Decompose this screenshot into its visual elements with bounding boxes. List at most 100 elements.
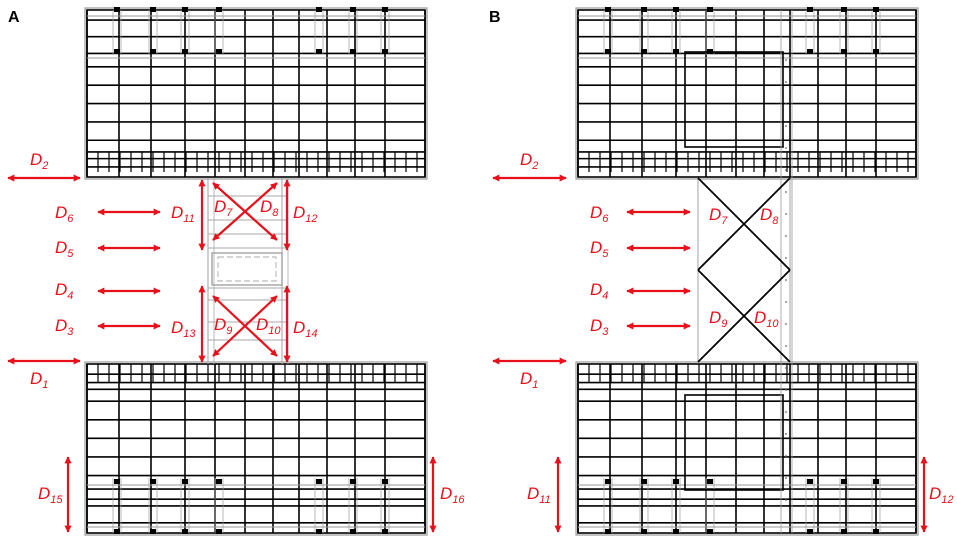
label-base: D <box>293 318 305 337</box>
label-base: D <box>55 280 67 299</box>
label-base: D <box>30 150 42 169</box>
post-pin <box>641 529 647 534</box>
post-pin <box>641 7 647 12</box>
post-pin <box>114 529 120 534</box>
dot-mark <box>785 59 787 61</box>
post-pin <box>316 49 322 54</box>
label-subscript: 9 <box>721 318 727 330</box>
post-pin <box>150 49 156 54</box>
label-base: D <box>256 315 268 334</box>
label-d9: D9 <box>709 308 727 330</box>
label-d8: D8 <box>760 205 779 227</box>
label-d12: D12 <box>293 203 318 225</box>
label-subscript: 5 <box>602 248 609 260</box>
post-pin <box>707 479 713 484</box>
dot-mark <box>785 235 787 237</box>
label-base: D <box>171 318 183 337</box>
label-base: D <box>760 205 772 224</box>
dot-mark <box>785 301 787 303</box>
slab-outline <box>84 7 428 180</box>
post-pin <box>873 49 879 54</box>
arrow-d10 <box>212 295 278 357</box>
label-subscript: 3 <box>602 326 609 338</box>
label-d14: D14 <box>293 318 318 340</box>
lower-floor-slab <box>575 361 919 536</box>
post-pin <box>673 479 679 484</box>
label-subscript: 11 <box>539 494 550 506</box>
floor-opening <box>684 51 784 148</box>
label-subscript: 4 <box>67 290 73 302</box>
dot-mark <box>785 279 787 281</box>
post-pin <box>216 7 222 12</box>
label-base: D <box>214 315 226 334</box>
label-subscript: 6 <box>602 213 609 225</box>
dot-mark <box>785 389 787 391</box>
post-pin <box>182 529 188 534</box>
dot-mark <box>785 455 787 457</box>
label-d2: D2 <box>30 150 48 172</box>
label-subscript: 16 <box>452 494 465 506</box>
label-d1: D1 <box>30 369 48 391</box>
post-pin <box>807 7 813 12</box>
label-d4: D4 <box>590 280 608 302</box>
post-pin <box>182 7 188 12</box>
label-base: D <box>30 369 42 388</box>
label-base: D <box>55 316 67 335</box>
label-d10: D10 <box>256 315 281 337</box>
floor-detail <box>684 10 793 533</box>
post-pin <box>605 49 611 54</box>
label-d5: D5 <box>55 238 74 260</box>
label-subscript: 14 <box>305 328 317 340</box>
post-pin <box>216 49 222 54</box>
dot-mark <box>785 367 787 369</box>
dot-mark <box>785 411 787 413</box>
label-base: D <box>527 484 539 503</box>
label-base: D <box>38 484 50 503</box>
label-base: D <box>55 203 67 222</box>
post-pin <box>707 529 713 534</box>
slab-outline <box>84 361 428 536</box>
label-d11: D11 <box>171 203 195 225</box>
post-pin <box>316 529 322 534</box>
post-pin <box>182 49 188 54</box>
dot-mark <box>785 433 787 435</box>
label-d6: D6 <box>590 203 609 225</box>
post-pin <box>873 529 879 534</box>
label-subscript: 8 <box>772 215 779 227</box>
label-subscript: 15 <box>50 494 63 506</box>
label-d9: D9 <box>214 315 232 337</box>
label-d8: D8 <box>260 197 279 219</box>
dot-mark <box>785 81 787 83</box>
bridge-frame <box>697 177 791 363</box>
label-base: D <box>709 205 721 224</box>
post-pin <box>150 529 156 534</box>
label-subscript: 9 <box>226 325 232 337</box>
post-pin <box>605 529 611 534</box>
post-pin <box>841 479 847 484</box>
label-base: D <box>293 203 305 222</box>
label-d16: D16 <box>440 484 465 506</box>
post-pin <box>382 49 388 54</box>
post-pin <box>350 7 356 12</box>
post-pin <box>807 479 813 484</box>
label-subscript: 2 <box>531 160 538 172</box>
post-pin <box>673 49 679 54</box>
label-d3: D3 <box>590 316 609 338</box>
label-d15: D15 <box>38 484 63 506</box>
label-subscript: 12 <box>941 494 953 506</box>
panel-letter-b: B <box>489 9 501 26</box>
upper-floor-slab <box>84 7 428 180</box>
label-d7: D7 <box>709 205 728 227</box>
label-subscript: 7 <box>721 215 728 227</box>
upper-floor-slab <box>575 7 919 180</box>
post-pin <box>605 7 611 12</box>
dot-mark <box>785 147 787 149</box>
post-pin <box>841 7 847 12</box>
brace-d7 <box>697 177 791 271</box>
label-base: D <box>929 484 941 503</box>
dot-mark <box>785 169 787 171</box>
label-base: D <box>520 150 532 169</box>
label-base: D <box>214 197 226 216</box>
